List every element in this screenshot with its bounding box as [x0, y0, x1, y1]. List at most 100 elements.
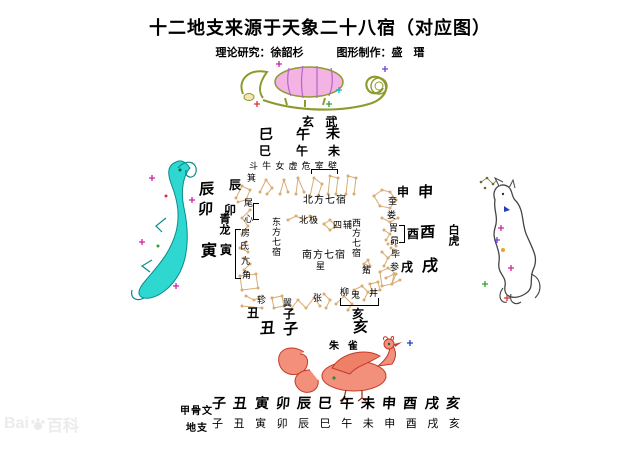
branch-label: 卯 [224, 203, 237, 217]
bracket-east-b [235, 229, 241, 279]
label-west-seven: 西方七宿 [351, 218, 361, 258]
mansion-label: 参 [390, 262, 400, 272]
branch-label: 申 [384, 418, 396, 430]
mansion-label: 星 [316, 261, 326, 271]
oracle-glyph: 未 [360, 396, 376, 412]
vermilion-bird-illustration [278, 336, 413, 402]
oracle-glyph: 寅 [253, 396, 270, 412]
credits-line: 理论研究：徐韶杉 图形制作：盛 瑨 [0, 44, 640, 60]
bracket-north [311, 169, 338, 174]
mansion-label: 角 [242, 270, 252, 280]
oracle-script-row: 子丑寅卯辰巳午未申酉戌亥 [211, 396, 461, 412]
label-four-assist: 四辅 [333, 220, 354, 230]
mansion-label: 觜 [362, 265, 372, 275]
label-north-pole: 北极 [299, 215, 320, 225]
oracle-glyph: 午 [338, 396, 355, 412]
oracle-glyph: 午 [295, 126, 311, 144]
branch-label: 寅 [255, 418, 267, 430]
branch-label: 未 [328, 144, 341, 158]
table-row2-label: 地支 [186, 423, 208, 434]
table-row1-label: 甲骨文 [180, 406, 213, 417]
oracle-glyph: 巳 [258, 126, 274, 144]
label-vermilion-bird: 朱 雀 [329, 341, 361, 352]
north-mansions-row: 斗牛女虚危室壁 [249, 159, 337, 172]
oracle-glyph: 亥 [445, 396, 461, 412]
bracket-west [399, 225, 405, 243]
label-north-seven: 北方七宿 [303, 195, 347, 206]
mansion-label: 井 [369, 288, 379, 298]
mansion-label: 翼 [283, 298, 293, 308]
oracle-glyph: 丑 [259, 318, 276, 338]
oracle-glyph: 未 [325, 125, 341, 143]
branch-label: 辰 [229, 178, 242, 192]
oracle-glyph: 巳 [317, 396, 334, 412]
credit-graphics: 图形制作：盛 瑨 [336, 47, 425, 59]
branch-label: 戌 [427, 418, 439, 430]
oracle-glyph: 卯 [275, 396, 291, 412]
branch-label: 寅 [220, 243, 233, 257]
bracket-east-a [253, 203, 259, 220]
branch-label: 未 [362, 418, 374, 430]
black-tortoise-illustration [240, 61, 388, 111]
branch-label: 辰 [298, 418, 310, 430]
earthly-branch-row: 子丑寅卯辰巳午未申酉戌亥 [212, 419, 460, 430]
oracle-glyph: 辰 [296, 396, 312, 412]
watermark-text: Bai [4, 415, 29, 432]
branch-label: 酉 [407, 227, 420, 241]
mansion-label: 亢 [241, 256, 251, 266]
branch-label: 亥 [448, 418, 460, 430]
mansion-label: 室 [314, 161, 324, 171]
branch-label: 酉 [405, 418, 417, 430]
branch-label: 申 [397, 185, 410, 199]
mansion-label: 氐 [240, 241, 250, 251]
branch-label: 丑 [233, 418, 245, 430]
mansion-label: 尾 [244, 198, 254, 208]
mansion-label: 虚 [288, 161, 298, 171]
mansion-label: 轸 [257, 295, 267, 305]
azure-dragon-illustration [131, 160, 197, 301]
mansion-label: 张 [313, 293, 323, 303]
constellation-ring [234, 174, 402, 312]
watermark-suffix: 百科 [46, 418, 79, 435]
mansion-label: 鬼 [351, 290, 361, 300]
branch-label: 卯 [276, 418, 288, 430]
branch-label: 巳 [319, 418, 331, 430]
credit-research: 理论研究：徐韶杉 [215, 47, 304, 59]
mansion-label: 柳 [340, 287, 350, 297]
oracle-glyph: 子 [211, 396, 227, 412]
mansion-label: 危 [301, 161, 311, 171]
oracle-glyph: 辰 [198, 179, 215, 199]
branch-label: 丑 [247, 306, 260, 320]
oracle-glyph: 子 [282, 319, 299, 339]
mansion-label: 昴 [390, 236, 400, 246]
watermark: Bai 百科 [4, 412, 79, 436]
paw-icon [31, 418, 45, 430]
oracle-glyph: 申 [417, 182, 434, 202]
label-azure-dragon: 青龙 [218, 213, 230, 235]
oracle-glyph: 丑 [232, 396, 248, 412]
bracket-south [340, 298, 379, 306]
mansion-label: 娄 [387, 210, 397, 220]
mansion-label: 奎 [388, 196, 398, 206]
oracle-glyph: 申 [381, 396, 397, 412]
branch-label: 巳 [259, 144, 272, 158]
mansion-label: 壁 [327, 161, 337, 171]
oracle-glyph: 卯 [197, 199, 214, 219]
oracle-glyph: 寅 [200, 240, 218, 261]
mansion-label: 斗 [249, 161, 259, 171]
mansion-label: 女 [275, 161, 285, 171]
oracle-glyph: 戌 [421, 255, 439, 276]
mansion-label: 胃 [389, 223, 399, 233]
branch-label: 戌 [401, 260, 414, 274]
label-south-seven: 南方七宿 [302, 250, 346, 261]
oracle-glyph: 亥 [352, 317, 369, 337]
mansion-label: 牛 [262, 161, 272, 171]
mansion-label: 心 [244, 214, 254, 224]
label-white-tiger: 白虎 [447, 224, 459, 246]
oracle-glyph: 酉 [419, 222, 436, 242]
mansion-label: 箕 [247, 173, 257, 183]
page-title: 十二地支来源于天象二十八宿（对应图） [149, 18, 491, 38]
branch-label: 子 [212, 418, 223, 430]
white-tiger-illustration [479, 176, 541, 305]
branch-label: 午 [341, 418, 353, 430]
